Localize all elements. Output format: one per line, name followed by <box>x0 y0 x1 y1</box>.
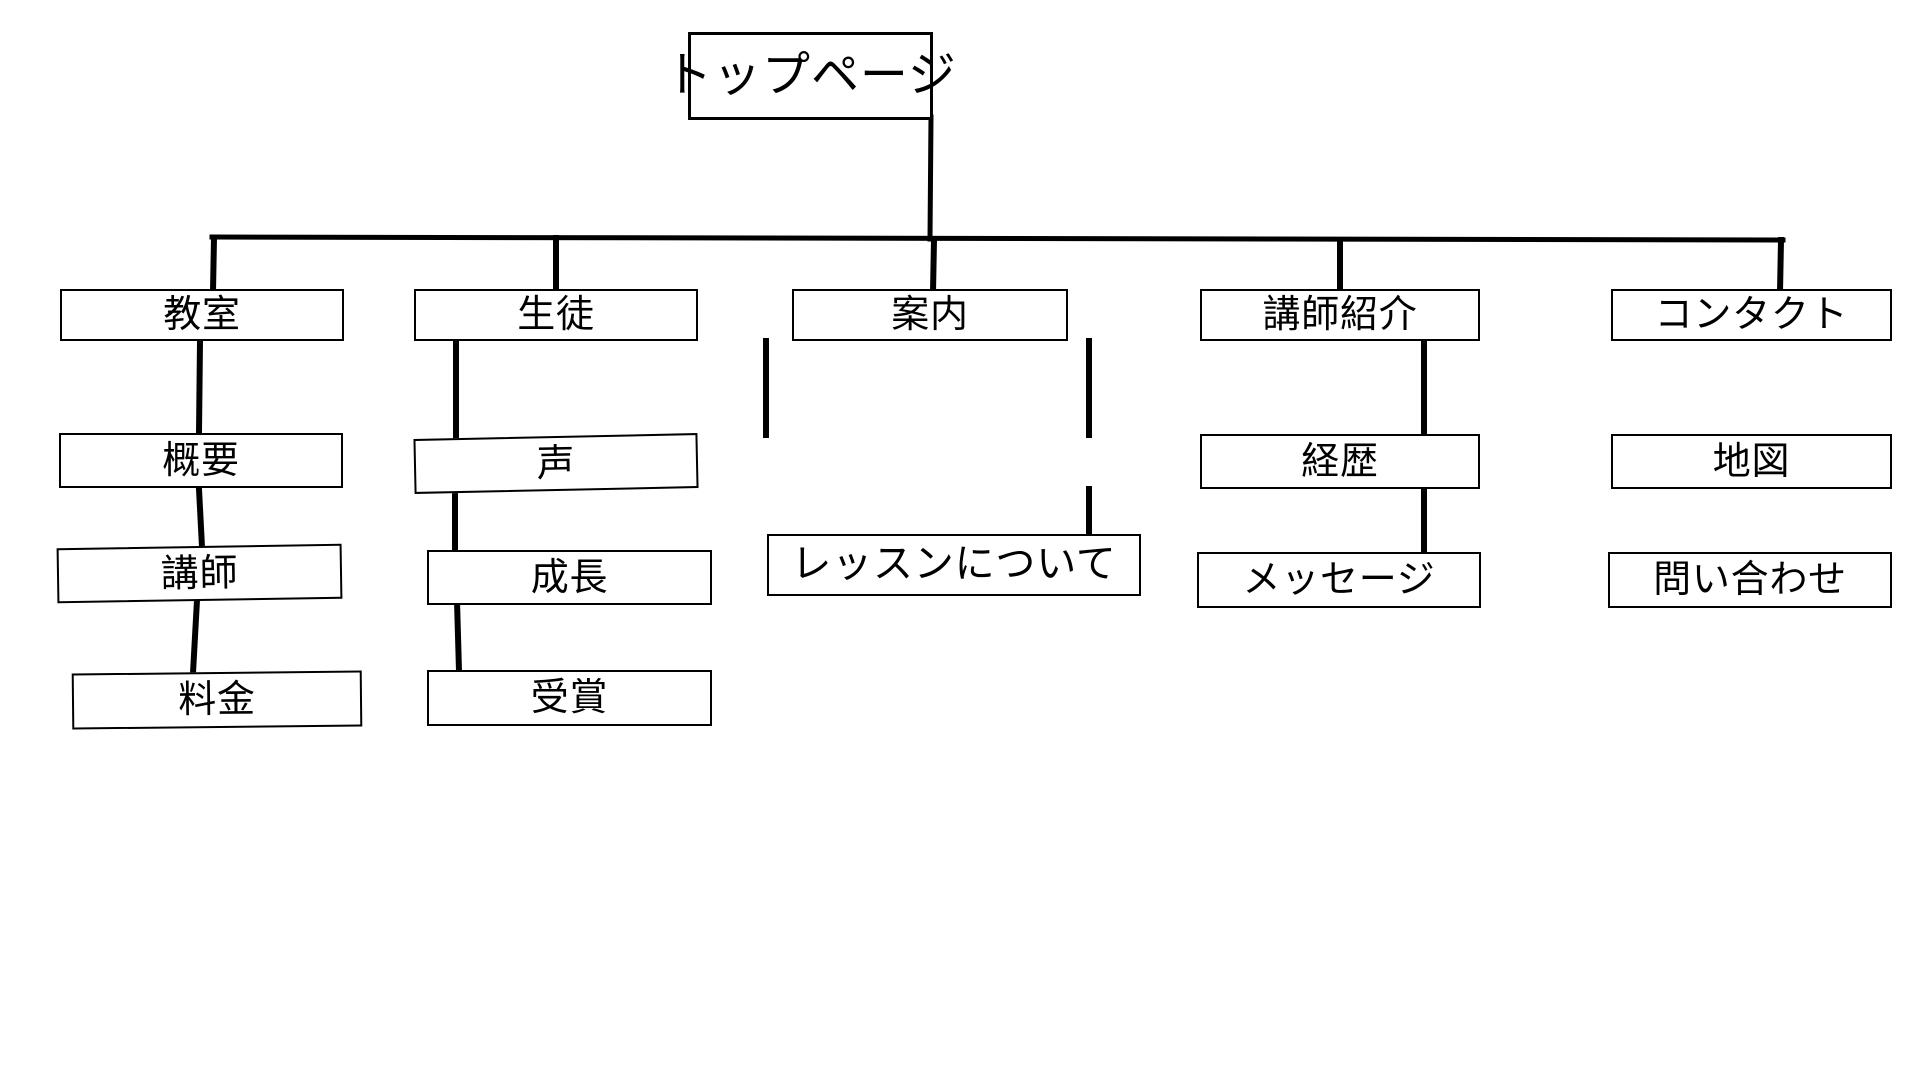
node-label: 教室 <box>163 292 241 336</box>
node-label: 経歴 <box>1301 438 1379 483</box>
edge-root-stem <box>927 114 934 242</box>
node-label: 料金 <box>177 676 256 722</box>
node-fees[interactable]: 料金 <box>71 670 363 730</box>
node-overview[interactable]: 概要 <box>59 433 343 488</box>
node-guide[interactable]: 案内 <box>792 289 1068 341</box>
node-label: 講師 <box>160 549 239 596</box>
edge-bus <box>209 234 1786 243</box>
node-inquiry[interactable]: 問い合わせ <box>1608 552 1892 608</box>
node-students[interactable]: 生徒 <box>414 289 698 341</box>
node-label: 生徒 <box>517 292 595 336</box>
node-classroom[interactable]: 教室 <box>60 289 344 341</box>
node-label: メッセージ <box>1242 557 1436 601</box>
edge-drop-classroom <box>209 234 218 295</box>
node-about-lesson[interactable]: レッスンについて <box>767 534 1141 596</box>
edge-drop-contact <box>1776 236 1785 296</box>
node-label: 案内 <box>891 292 969 336</box>
node-label: レッスンについて <box>791 541 1117 587</box>
node-teacher-intro[interactable]: 講師紹介 <box>1200 289 1480 341</box>
node-label: 講師紹介 <box>1262 292 1418 336</box>
node-message[interactable]: メッセージ <box>1197 552 1481 608</box>
node-growth[interactable]: 成長 <box>427 550 712 605</box>
node-label: 受賞 <box>530 675 609 719</box>
edge-instructor-fees <box>189 596 201 677</box>
node-label: 問い合わせ <box>1653 557 1847 601</box>
edge-drop-guide <box>929 236 938 296</box>
node-map[interactable]: 地図 <box>1611 434 1892 489</box>
node-label: 地図 <box>1712 438 1791 483</box>
node-label: 概要 <box>162 437 240 482</box>
node-label: トップページ <box>664 47 957 103</box>
node-voices[interactable]: 声 <box>413 433 699 494</box>
edge-growth-awards <box>453 597 463 675</box>
node-contact[interactable]: コンタクト <box>1611 289 1892 341</box>
node-label: 成長 <box>530 554 609 599</box>
node-awards[interactable]: 受賞 <box>427 670 712 726</box>
node-label: 声 <box>536 440 576 485</box>
node-career[interactable]: 経歴 <box>1200 434 1480 489</box>
node-label: コンタクト <box>1654 292 1849 336</box>
edge-overview-instructor <box>195 485 206 551</box>
node-top-page[interactable]: トップページ <box>664 32 956 120</box>
edge-classroom-overview <box>195 337 204 436</box>
node-instructor[interactable]: 講師 <box>56 543 343 604</box>
